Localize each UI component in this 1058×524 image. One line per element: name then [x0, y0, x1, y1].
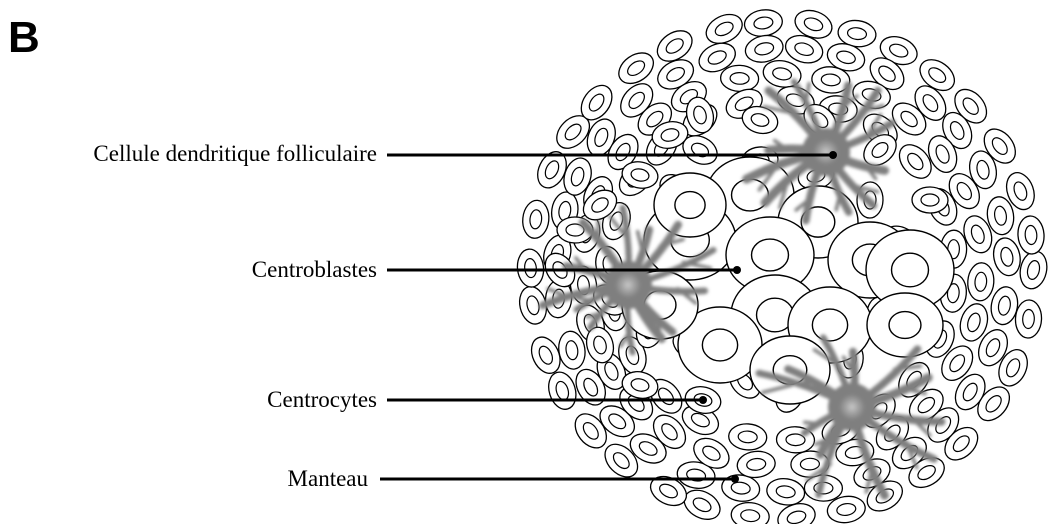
mantle-cell: [613, 47, 659, 90]
label-fdc-text: Cellule dendritique folliculaire: [93, 141, 377, 166]
mantle-cell: [1015, 299, 1043, 338]
centroblast-cell: [867, 293, 943, 357]
leader-dot-centroblasts: [733, 266, 741, 274]
mantle-cell: [679, 484, 725, 524]
label-centrocytes-text: Centrocytes: [267, 387, 377, 412]
centrocyte-cell: [912, 187, 948, 214]
mantle-cell: [521, 199, 551, 239]
mantle-cell: [1017, 215, 1046, 255]
panel-letter: B: [8, 13, 40, 62]
mantle-cell: [516, 248, 546, 288]
mantle-cell: [765, 476, 806, 507]
mantle-cell: [730, 501, 771, 524]
leader-dot-fdc: [829, 151, 837, 159]
mantle-cell: [1017, 249, 1051, 292]
mantle-cell: [728, 423, 768, 451]
leader-dot-mantle: [731, 475, 739, 483]
label-mantle-text: Manteau: [288, 466, 369, 491]
centroblast-cell: [654, 173, 726, 237]
label-fdc: Cellule dendritique folliculaire: [93, 141, 837, 166]
mantle-cell: [966, 262, 995, 302]
mantle-cell: [720, 65, 759, 93]
leader-dot-centrocytes: [699, 396, 707, 404]
mantle-cell: [743, 7, 785, 39]
label-centroblasts-text: Centroblastes: [252, 257, 377, 282]
mantle-cell: [544, 369, 580, 413]
